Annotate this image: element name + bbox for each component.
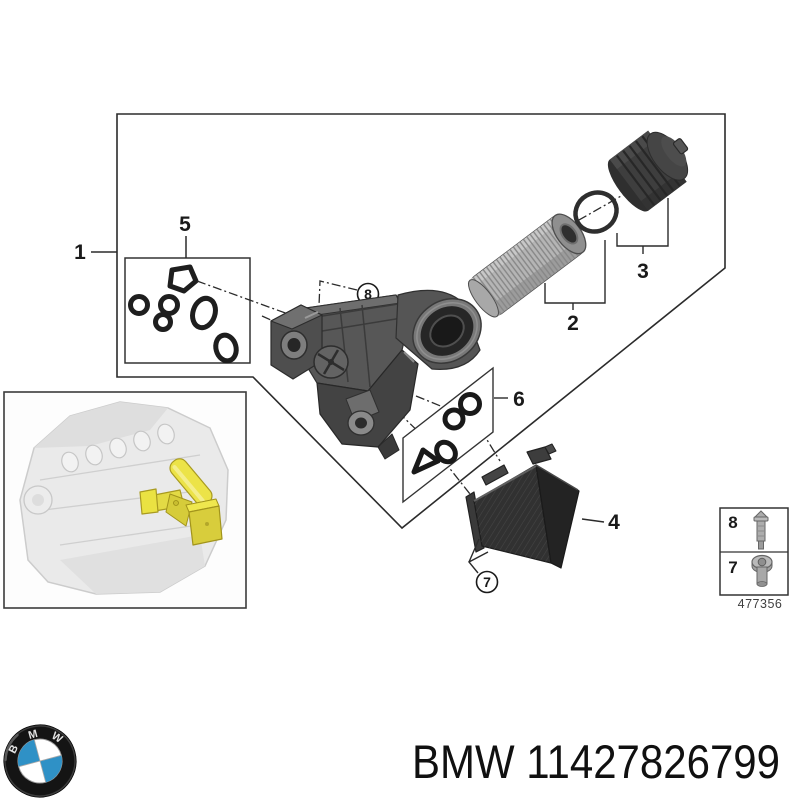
callout-3: 3 <box>616 198 669 283</box>
part-number-text: BMW 11427826799 <box>412 735 780 788</box>
legend-8-label: 8 <box>728 513 737 532</box>
callout-8-label: 8 <box>364 286 372 302</box>
roundel-quarter-blue-lower-right <box>40 755 62 783</box>
callout-4: 4 <box>581 511 620 534</box>
intake-tube-opening <box>412 298 482 364</box>
highlighted-part <box>139 458 223 546</box>
legend-7-label: 7 <box>728 558 737 577</box>
callout-5-label: 5 <box>179 213 191 236</box>
filter-cartridge <box>468 213 587 318</box>
diagram-code: 477356 <box>738 597 783 611</box>
logo-letter-m: M <box>27 728 39 742</box>
filter-cap <box>607 130 689 212</box>
callout-3-label: 3 <box>637 260 649 283</box>
oil-filter-housing <box>270 289 482 460</box>
seal-kit-box: 5 <box>124 213 251 364</box>
roundel-quarter-blue-upper-left <box>18 739 40 767</box>
callout-4-label: 4 <box>608 511 620 534</box>
callout-6-label: 6 <box>513 388 525 411</box>
gaskets <box>411 392 482 475</box>
fastener-legend: 8 7 477356 <box>719 507 789 611</box>
callout-7-label: 7 <box>483 574 491 590</box>
oil-cooler <box>465 443 580 569</box>
main-group-outline <box>116 113 726 530</box>
stud-bolt-icon <box>753 510 769 550</box>
callout-1-label: 1 <box>74 241 86 264</box>
o-ring <box>573 190 619 234</box>
gasket-set-box: 6 <box>402 366 525 504</box>
callout-2-label: 2 <box>567 312 579 335</box>
callout-7: 7 <box>467 538 499 594</box>
callout-2: 2 <box>544 240 606 335</box>
seal-rings <box>128 264 239 364</box>
engine-inset <box>3 391 247 609</box>
engine-ghost-image <box>19 401 229 595</box>
bmw-roundel-logo: B M W <box>3 724 77 798</box>
screw-icon <box>751 554 773 587</box>
callout-1: 1 <box>74 241 117 264</box>
